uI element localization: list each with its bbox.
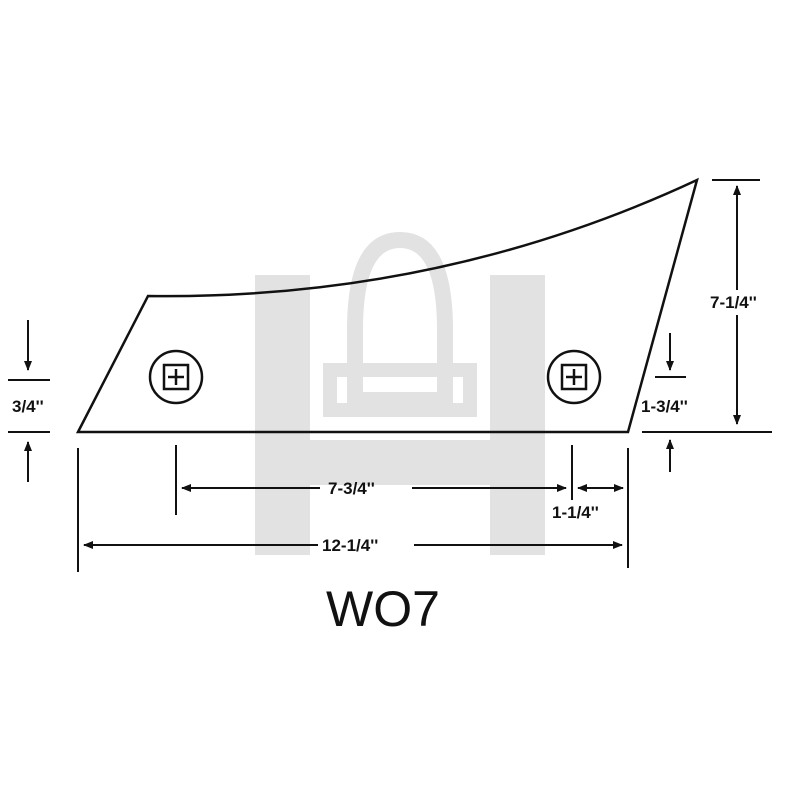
label-hole-spacing: 7-3/4'' bbox=[328, 479, 375, 498]
bolt-hole-left bbox=[148, 349, 204, 405]
dimension-overall-height bbox=[642, 179, 772, 433]
bolt-hole-right bbox=[546, 349, 602, 405]
label-overall-length: 12-1/4'' bbox=[322, 536, 378, 555]
dimension-hole-offset bbox=[8, 320, 50, 482]
part-number: WO7 bbox=[326, 581, 440, 637]
blade-outline bbox=[75, 177, 699, 434]
label-right-hole-height: 1-3/4'' bbox=[641, 397, 688, 416]
watermark-logo bbox=[255, 231, 545, 555]
label-hole-offset: 3/4'' bbox=[12, 397, 44, 416]
dimension-right-hole-height bbox=[655, 333, 686, 472]
extension-lines bbox=[77, 445, 629, 572]
label-overall-height: 7-1/4'' bbox=[710, 293, 757, 312]
label-right-hole-offset: 1-1/4'' bbox=[552, 503, 599, 522]
